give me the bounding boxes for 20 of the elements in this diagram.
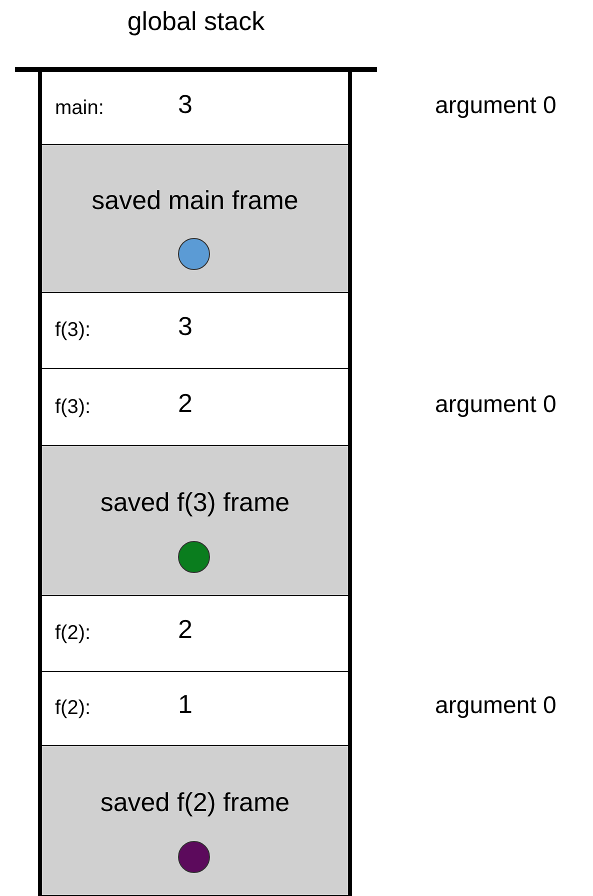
saved-frame-slot [42, 145, 348, 293]
slot-value: 2 [178, 614, 192, 645]
frame-label: saved main frame [90, 185, 300, 216]
saved-frame-slot [42, 746, 348, 896]
slot-value: 1 [178, 689, 192, 720]
frame-label: saved f(2) frame [99, 787, 291, 818]
slot-label: f(2): [55, 622, 91, 645]
slot-value: 2 [178, 388, 192, 418]
argument-label: argument 0 [435, 692, 556, 720]
slot-value: 3 [178, 88, 192, 120]
saved-frame-slot [42, 446, 348, 596]
argument-label: argument 0 [435, 92, 556, 120]
slot-label: f(3): [55, 396, 91, 418]
slot-label: main: [55, 96, 104, 120]
stack-title: global stack [126, 6, 266, 37]
argument-label: argument 0 [435, 390, 556, 418]
slot-label: f(3): [55, 319, 91, 342]
slot-value: 3 [178, 311, 192, 342]
slot-label: f(2): [55, 697, 91, 720]
frame-label: saved f(3) frame [99, 487, 291, 518]
